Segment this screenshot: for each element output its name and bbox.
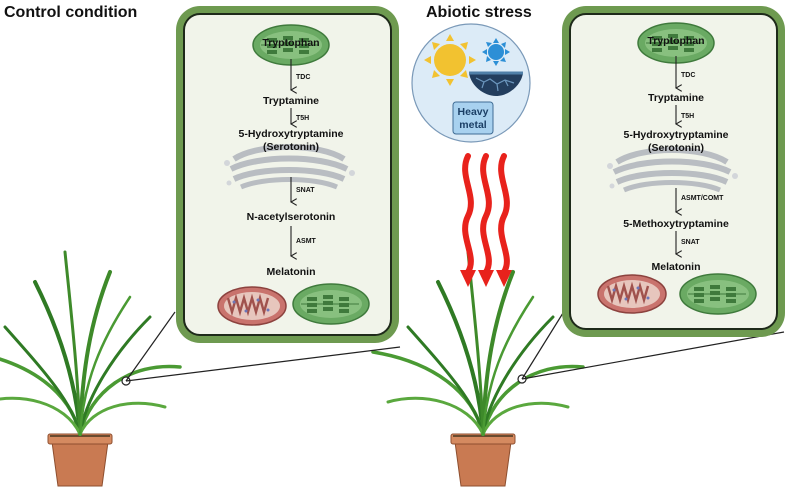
pathway-step: Melatonin [267, 266, 316, 278]
pathway-step: Tryptophan [647, 35, 704, 47]
enzyme-label: SNAT [296, 187, 315, 194]
pathway-step: Melatonin [652, 261, 701, 273]
stress-zoom-line-top [521, 312, 564, 380]
stress-cell-panel: Tryptophan TDC Tryptamine T5H 5-Hydroxyt… [562, 6, 785, 337]
control-cell-panel: Tryptophan TDC Tryptamine T5H 5-Hydroxyt… [176, 6, 399, 343]
pathway-step: (Serotonin) [648, 142, 704, 154]
pathway-step: N-acetylserotonin [247, 211, 336, 223]
stress-arrowheads [460, 270, 512, 287]
enzyme-label: ASMT/COMT [681, 195, 724, 202]
enzyme-label: T5H [296, 115, 309, 122]
abiotic-stress-title: Abiotic stress [426, 4, 532, 21]
sun-icon [424, 34, 476, 86]
control-zoom-line-top [125, 311, 176, 382]
heavy-metal-label-line1: Heavy [458, 106, 489, 118]
enzyme-label: TDC [681, 72, 695, 79]
enzyme-label: TDC [296, 74, 310, 81]
abiotic-stress-bubble: Heavy metal [411, 23, 531, 143]
pathway-step: 5-Hydroxytryptamine [623, 129, 728, 141]
pathway-step: Tryptamine [263, 95, 319, 107]
pathway-step: Tryptamine [648, 92, 704, 104]
enzyme-label: SNAT [681, 239, 700, 246]
pathway-step: 5-Hydroxytryptamine [238, 128, 343, 140]
chloroplast-icon [292, 283, 370, 325]
rain-sun-icon [482, 38, 510, 66]
enzyme-label: T5H [681, 113, 694, 120]
control-condition-title: Control condition [4, 4, 137, 21]
stress-arrows [462, 153, 510, 275]
enzyme-label: ASMT [296, 238, 317, 245]
mitochondrion-icon [216, 285, 288, 327]
mitochondrion-icon [596, 273, 668, 315]
pathway-step: Tryptophan [262, 37, 319, 49]
chloroplast-icon [679, 273, 757, 315]
cracked-soil-icon [469, 71, 523, 96]
heavy-metal-badge [452, 101, 494, 135]
heavy-metal-label-line2: metal [459, 119, 487, 131]
pathway-step: 5-Methoxytryptamine [623, 218, 729, 230]
stress-zoom-line-bottom [521, 331, 785, 380]
control-zoom-line-bottom [125, 346, 401, 382]
stress-plant-icon [371, 250, 585, 488]
control-plant-icon [0, 250, 182, 488]
pathway-step: (Serotonin) [263, 141, 319, 153]
